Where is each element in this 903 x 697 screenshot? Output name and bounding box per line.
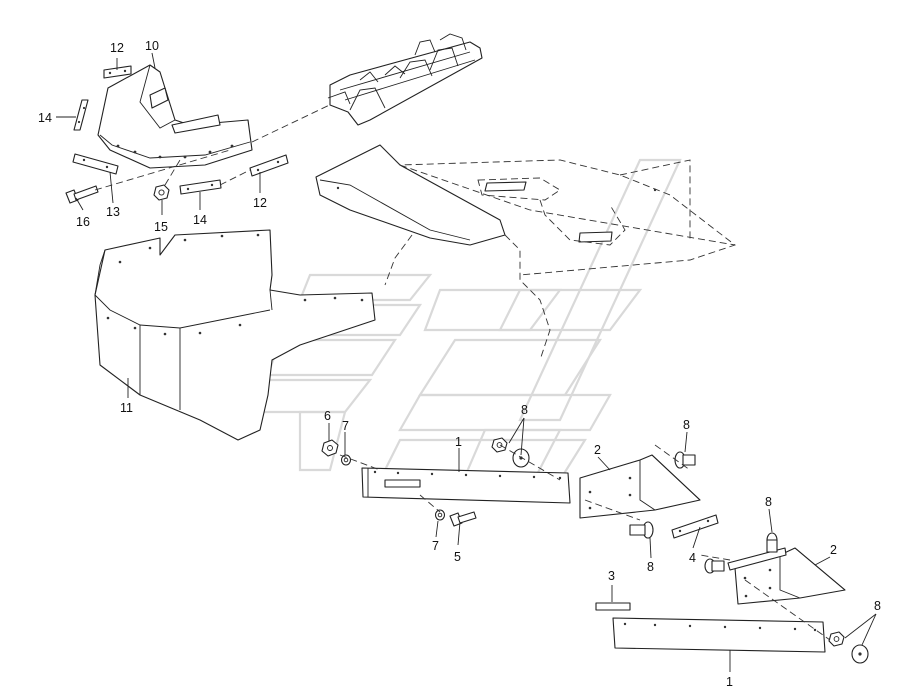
callout-12-a: 12 — [110, 41, 124, 55]
part-8-disc-a — [512, 448, 530, 468]
part-10-upper-guard — [97, 64, 253, 169]
callout-8-d: 8 — [765, 495, 772, 509]
callout-4: 4 — [689, 551, 696, 565]
callout-7-b: 7 — [432, 539, 439, 553]
callout-1-a: 1 — [455, 435, 462, 449]
part-8-pin-b — [674, 451, 696, 469]
callout-8-c: 8 — [647, 560, 654, 574]
assembly-line — [251, 99, 341, 143]
callout-14-b: 14 — [193, 213, 207, 227]
assembly-line — [584, 499, 641, 521]
assembly-line — [744, 579, 831, 641]
callout-2-b: 2 — [830, 543, 837, 557]
callout-5: 5 — [454, 550, 461, 564]
callout-16: 16 — [76, 215, 90, 229]
callout-8-e: 8 — [874, 599, 881, 613]
callout-8-a: 8 — [521, 403, 528, 417]
callout-1-b: 1 — [726, 675, 733, 689]
part-14-plate-b — [179, 179, 222, 195]
part-8-pin-e — [704, 558, 725, 574]
assembly-line — [339, 454, 381, 471]
part-8-nut-b — [828, 631, 845, 647]
callout-2-a: 2 — [594, 443, 601, 457]
part-15-nut — [153, 184, 170, 201]
part-8-nut-a — [491, 437, 508, 453]
part-8-pin-d — [766, 532, 778, 553]
part-7-washer-b — [434, 509, 446, 521]
part-14-plate-a — [73, 99, 89, 131]
part-6-nut — [321, 439, 339, 457]
part-16-bolt — [65, 185, 99, 204]
ftp-logo-watermark — [256, 158, 682, 490]
machine-frame — [327, 33, 483, 126]
callout-7-a: 7 — [342, 419, 349, 433]
part-3-plate — [595, 602, 631, 611]
part-1-strip-a — [361, 467, 571, 504]
callout-10: 10 — [145, 39, 159, 53]
leader-lines — [56, 52, 877, 672]
part-12-plate-b — [249, 154, 289, 177]
callout-12-b: 12 — [253, 196, 267, 210]
callout-11: 11 — [120, 401, 133, 415]
callout-8-b: 8 — [683, 418, 690, 432]
cover-outline-dashed — [315, 144, 736, 361]
part-1-strip-b — [612, 617, 826, 653]
callout-14-a: 14 — [38, 111, 52, 125]
assembly-line — [219, 169, 251, 186]
callout-13: 13 — [106, 205, 120, 219]
part-8-pin-c — [629, 521, 654, 539]
callout-6: 6 — [324, 409, 331, 423]
part-8-disc-b — [851, 644, 869, 664]
callout-labels: 12 10 14 13 16 15 14 12 11 6 7 1 8 2 8 7… — [38, 39, 881, 689]
part-5-bolt — [449, 511, 477, 527]
part-4-plate — [671, 514, 719, 539]
assembly-line — [654, 444, 691, 471]
part-2-bracket-a — [579, 454, 701, 519]
part-13-plate — [72, 153, 119, 175]
part-7-washer-a — [340, 454, 352, 466]
callout-3: 3 — [608, 569, 615, 583]
part-12-plate-a — [103, 65, 132, 79]
assembly-line — [499, 444, 561, 481]
callout-15: 15 — [154, 220, 168, 234]
part-11-lower-guard — [94, 229, 376, 441]
part-2-bracket-b — [727, 547, 846, 605]
assembly-line — [419, 494, 441, 513]
assembly-line — [699, 554, 731, 561]
assembly-line — [94, 149, 231, 191]
assembly-line — [164, 159, 181, 186]
